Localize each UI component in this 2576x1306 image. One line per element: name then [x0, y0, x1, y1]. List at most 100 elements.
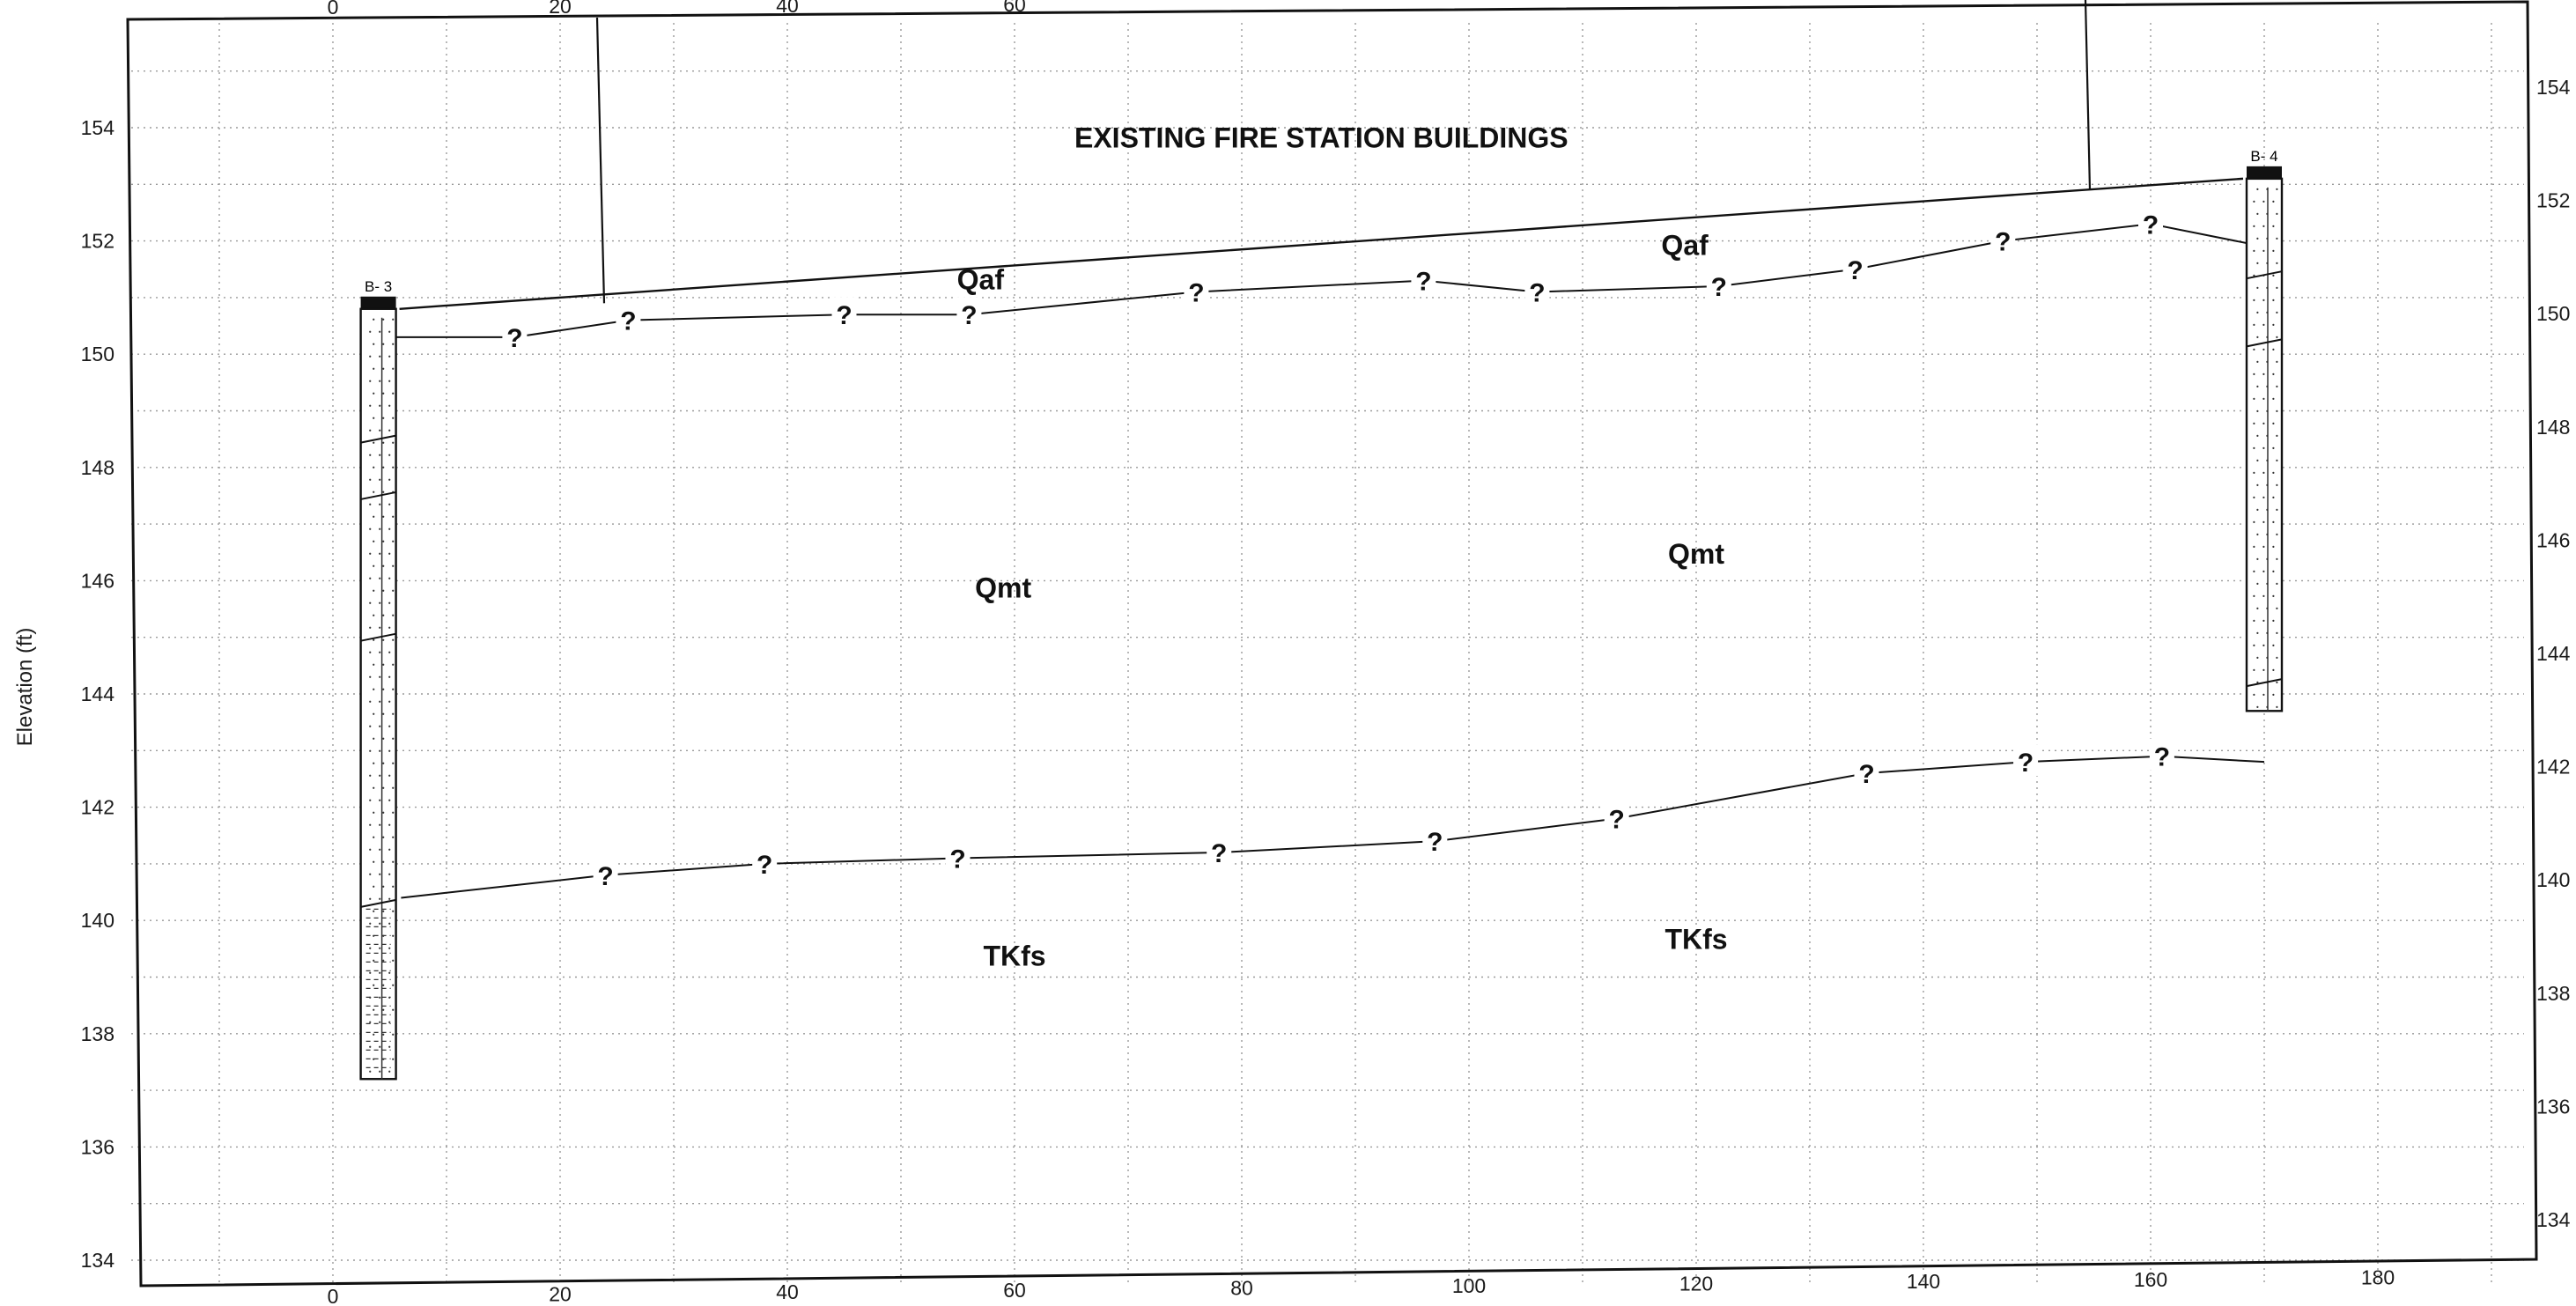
boring-stipple — [369, 922, 372, 925]
boring-stipple — [2262, 397, 2265, 400]
boring-stipple — [369, 675, 372, 678]
boring-stipple — [369, 528, 372, 530]
boring-stipple — [373, 318, 375, 321]
building-wall-left — [595, 17, 606, 304]
boring-stipple — [392, 959, 395, 962]
boring-stipple — [2276, 237, 2278, 240]
boring-stipple — [373, 811, 375, 814]
boring-layer-break — [360, 632, 396, 642]
x-tick-bottom: 100 — [1452, 1274, 1486, 1297]
qaf-qmt-contact-query-marker: ? — [2143, 210, 2159, 240]
boring-stipple — [388, 380, 391, 382]
y-tick-right: 148 — [2536, 416, 2570, 439]
boring-stipple — [379, 1045, 381, 1048]
building-wall-right — [2084, 0, 2092, 190]
qmt-tkfs-contact-query-marker: ? — [1211, 839, 1227, 868]
y-tick-right: 154 — [2536, 76, 2571, 99]
boring-stipple — [2256, 262, 2259, 264]
boring-stipple — [382, 885, 385, 888]
boring-stipple — [392, 737, 395, 740]
boring-stipple — [2262, 373, 2265, 375]
boring-stipple — [2256, 360, 2259, 363]
boring-stipple — [2272, 373, 2275, 375]
boring-stipple — [373, 737, 375, 740]
y-tick-left: 154 — [81, 116, 115, 139]
boring-stipple — [373, 786, 375, 789]
boring-stipple — [388, 404, 391, 407]
y-tick-right: 144 — [2536, 642, 2571, 665]
boring-stipple — [379, 404, 381, 407]
boring-stipple — [382, 392, 385, 395]
boring-layer-break — [2246, 678, 2283, 688]
boring-stipple — [2256, 705, 2259, 708]
boring-stipple — [392, 392, 395, 395]
boring-stipple — [379, 848, 381, 851]
boring-stipple — [2253, 471, 2255, 474]
boring-cap — [2247, 166, 2282, 179]
x-tick-bottom: 80 — [1230, 1276, 1253, 1299]
boring-stipple — [392, 860, 395, 863]
boring-stipple — [369, 404, 372, 407]
boring-stipple — [2253, 545, 2255, 548]
boring-stipple — [369, 651, 372, 653]
boring-stipple — [2256, 434, 2259, 437]
boring-stipple — [382, 589, 385, 592]
qaf-qmt-contact-marker-bg — [1524, 274, 1550, 306]
boring-stipple — [388, 429, 391, 432]
boring-stipple — [2253, 693, 2255, 696]
boring-stipple — [379, 897, 381, 900]
boring-stipple — [2276, 656, 2278, 659]
boring-stipple — [2262, 348, 2265, 350]
boring-stipple — [388, 873, 391, 875]
boring-stipple — [373, 515, 375, 518]
qaf-qmt-contact-query-marker: ? — [1188, 278, 1204, 307]
boring-stipple — [379, 774, 381, 777]
boring-stipple — [2256, 237, 2259, 240]
boring-stipple — [2276, 336, 2278, 338]
boring-stipple — [2253, 299, 2255, 301]
boring-stipple — [373, 1008, 375, 1011]
boring-layer-break — [360, 898, 396, 908]
boring-stipple — [392, 811, 395, 814]
boring-layer-break — [2246, 338, 2283, 348]
boring-stipple — [382, 663, 385, 666]
boring-stipple — [369, 552, 372, 555]
boring-stipple — [379, 922, 381, 925]
boring-stipple — [2276, 385, 2278, 387]
boring-stipple — [369, 330, 372, 333]
y-tick-left: 136 — [81, 1135, 114, 1158]
y-tick-left: 140 — [81, 909, 114, 932]
boring-stipple — [388, 528, 391, 530]
boring-stipple — [373, 417, 375, 419]
y-tick-right: 150 — [2536, 302, 2570, 325]
boring-stipple — [2276, 459, 2278, 461]
boring-stipple — [388, 799, 391, 801]
boring-stipple — [369, 725, 372, 727]
qaf-qmt-contact-query-marker: ? — [1529, 278, 1545, 307]
boring-stipple — [392, 564, 395, 567]
boring-layer-break — [360, 434, 396, 444]
boring-stipple — [2253, 594, 2255, 597]
y-tick-left: 150 — [81, 343, 114, 365]
boring-stipple — [379, 552, 381, 555]
boring-stipple — [382, 688, 385, 690]
boring-stipple — [382, 737, 385, 740]
boring-stipple — [2253, 422, 2255, 424]
boring-stipple — [388, 330, 391, 333]
boring-stipple — [382, 836, 385, 838]
boring-stipple — [2256, 212, 2259, 215]
boring-stipple — [382, 860, 385, 863]
boring-stipple — [373, 589, 375, 592]
boring-stipple — [2253, 373, 2255, 375]
qaf-qmt-contact-marker-bg — [956, 297, 982, 329]
qaf-qmt-contact-marker-bg — [1411, 262, 1436, 295]
y-tick-left: 152 — [81, 230, 114, 253]
boring-stipple — [379, 823, 381, 826]
boring-stipple — [2262, 545, 2265, 548]
plot-frame — [126, 0, 2538, 1288]
unit-label-tkfs: TKfs — [983, 941, 1045, 972]
boring-stipple — [373, 712, 375, 715]
x-tick-bottom: 160 — [2134, 1268, 2167, 1291]
boring-stipple — [369, 1070, 372, 1073]
